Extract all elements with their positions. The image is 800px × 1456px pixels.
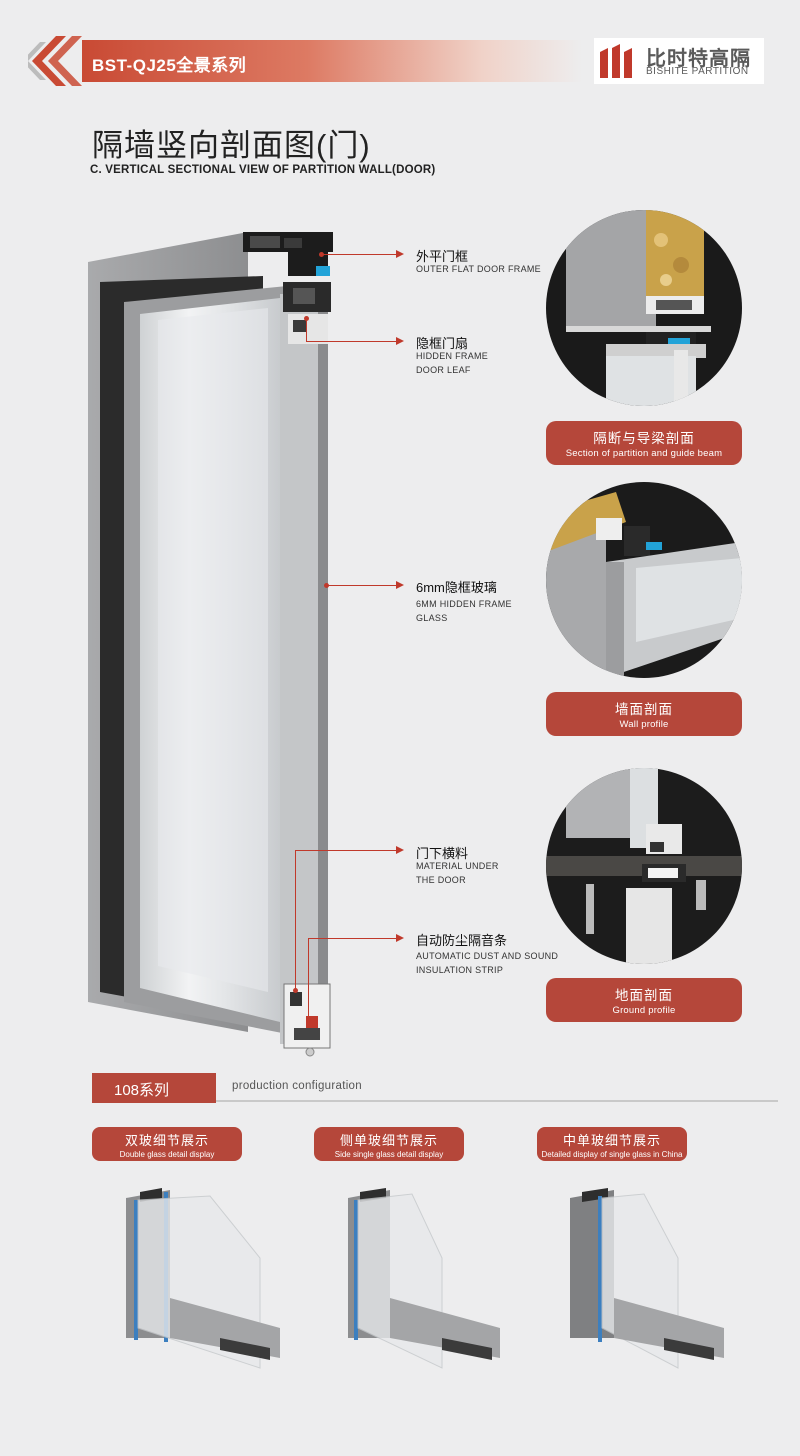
door-section-drawing [88, 232, 333, 1057]
arrow-right-icon [396, 250, 404, 258]
section-divider [92, 1100, 778, 1102]
callout-strip-cn: 自动防尘隔音条 [416, 933, 508, 948]
header-banner [82, 40, 582, 82]
callout-dot [319, 252, 324, 257]
callout-under-door-cn: 门下横料 [416, 846, 469, 861]
callout-line [306, 318, 307, 342]
callout-line [295, 850, 398, 851]
chevron-left-icon [28, 36, 82, 86]
double-glass-sample [126, 1188, 280, 1369]
arrow-right-icon [396, 581, 404, 589]
callout-line [308, 938, 398, 939]
product-label-side-single: 侧单玻细节展示 Side single glass detail display [314, 1127, 464, 1161]
detail-circle-ground [546, 768, 742, 964]
series-tab: 108系列 [92, 1073, 216, 1103]
callout-door-leaf-en1: HIDDEN FRAME [416, 351, 489, 361]
callout-outer-frame-cn: 外平门框 [416, 249, 469, 264]
callout-strip-en2: INSULATION STRIP [416, 965, 504, 975]
callout-line [327, 585, 398, 586]
callout-line [322, 254, 398, 255]
callout-door-leaf-en2: DOOR LEAF [416, 365, 471, 375]
arrow-right-icon [396, 846, 404, 854]
detail-circle-wall [546, 482, 742, 678]
product-label-center-single: 中单玻细节展示 Detailed display of single glass… [537, 1127, 687, 1161]
callout-line [308, 938, 309, 1020]
callout-door-leaf-cn: 隐框门扇 [416, 336, 469, 351]
callout-glass-en2: GLASS [416, 613, 448, 623]
page-title: 隔墙竖向剖面图(门) [92, 128, 371, 163]
callout-strip-en1: AUTOMATIC DUST AND SOUND [416, 951, 559, 961]
callout-line [295, 850, 296, 990]
product-label-double: 双玻细节展示 Double glass detail display [92, 1127, 242, 1161]
callout-outer-frame-en: OUTER FLAT DOOR FRAME [416, 264, 541, 274]
detail-circle-guide-beam [546, 210, 742, 406]
detail-label-guide-beam: 隔断与导梁剖面 Section of partition and guide b… [546, 421, 742, 465]
logo-text-cn: 比时特高隔 [646, 48, 751, 70]
callout-line [306, 341, 398, 342]
callout-under-door-en2: THE DOOR [416, 875, 466, 885]
page-subtitle: C. VERTICAL SECTIONAL VIEW OF PARTITION … [90, 164, 436, 176]
logo-mark-icon [600, 44, 632, 78]
callout-dot [306, 1018, 311, 1023]
callout-glass-en1: 6MM HIDDEN FRAME [416, 599, 512, 609]
detail-label-wall: 墙面剖面 Wall profile [546, 692, 742, 736]
arrow-right-icon [396, 934, 404, 942]
callout-under-door-en1: MATERIAL UNDER [416, 861, 499, 871]
callout-dot [293, 988, 298, 993]
series-title: BST-QJ25全景系列 [92, 56, 247, 75]
side-single-glass-sample [348, 1188, 500, 1369]
arrow-right-icon [396, 337, 404, 345]
callout-dot [324, 583, 329, 588]
callout-glass-cn: 6mm隐框玻璃 [416, 580, 497, 595]
center-single-glass-sample [570, 1188, 724, 1369]
brand-logo: 比时特高隔 BISHITE PARTITION [594, 38, 764, 84]
series-subtitle: production configuration [232, 1080, 362, 1092]
logo-text-en: BISHITE PARTITION [646, 66, 749, 77]
detail-label-ground: 地面剖面 Ground profile [546, 978, 742, 1022]
